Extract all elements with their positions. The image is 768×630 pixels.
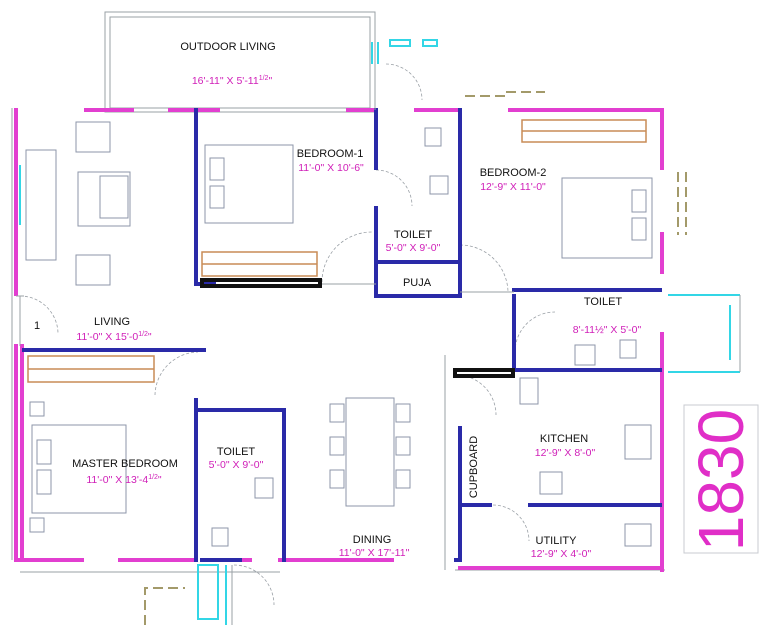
toilet-master-dimensions: 5'-0" X 9'-0": [209, 459, 264, 471]
outdoor-living-deck: [104, 11, 376, 113]
kitchen-dimensions: 12'-9" X 8'-0": [535, 447, 596, 459]
living-label: LIVING: [94, 316, 130, 328]
living-dimensions: 11'-0" X 15'-01/2": [76, 331, 152, 343]
partitions: [16, 64, 514, 346]
exterior-walls: [14, 108, 664, 572]
bedroom2-dimensions: 12'-9" X 11'-0": [480, 181, 546, 193]
bedroom2-label: BEDROOM-2: [480, 167, 547, 179]
thresholds: [200, 278, 515, 378]
master-bedroom-dimensions: 11'-0" X 13'-41/2": [86, 474, 162, 486]
cupboard-label: CUPBOARD: [468, 436, 480, 498]
area-label: 1830: [685, 409, 757, 551]
kitchen-label: KITCHEN: [540, 433, 588, 445]
toilet-b1-label: TOILET: [394, 229, 433, 241]
toilet-b2-dimensions: 8'-11½" X 5'-0": [573, 324, 642, 336]
railings: [144, 91, 687, 625]
toilet-b2-label: TOILET: [584, 296, 623, 308]
utility-dimensions: 12'-9" X 4'-0": [531, 548, 592, 560]
bedroom1-label: BEDROOM-1: [297, 148, 364, 160]
dining-dimensions: 11'-0" X 17'-11": [339, 547, 410, 559]
outdoor-living-label: OUTDOOR LIVING: [180, 41, 275, 53]
bedroom1-dimensions: 11'-0" X 10'-6": [298, 162, 364, 174]
windows: [19, 39, 741, 625]
interior-walls: [22, 108, 662, 562]
puja-label: PUJA: [403, 277, 432, 289]
outdoor-living-dimensions: 16'-11" X 5'-111/2": [192, 75, 273, 87]
toilet-master-label: TOILET: [217, 446, 256, 458]
furniture: [25, 121, 653, 547]
master-bedroom-label: MASTER BEDROOM: [72, 458, 178, 470]
entrance-number: 1: [34, 320, 40, 332]
wardrobes: [27, 119, 647, 383]
area-label-box: 1830: [683, 404, 759, 554]
toilet-b1-dimensions: 5'-0" X 9'-0": [386, 242, 441, 254]
utility-label: UTILITY: [536, 535, 578, 547]
dining-label: DINING: [353, 534, 392, 546]
room-labels: OUTDOOR LIVING 16'-11" X 5'-111/2" BEDRO…: [34, 41, 642, 560]
